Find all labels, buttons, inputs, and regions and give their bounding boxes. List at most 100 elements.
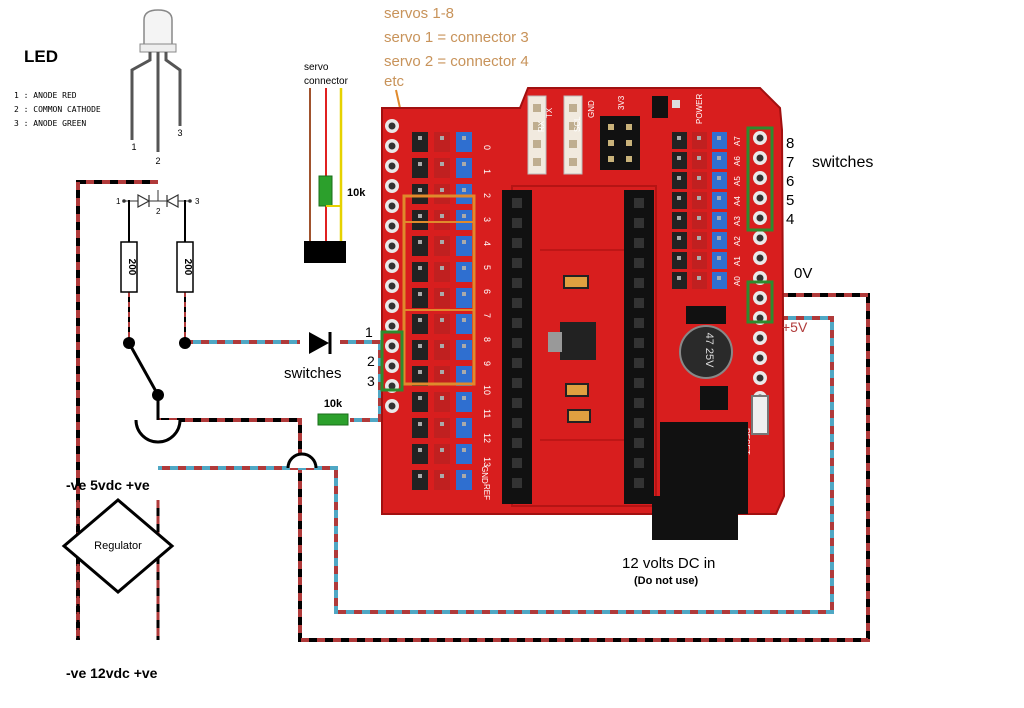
reset-button[interactable] — [751, 395, 769, 435]
resistor-10k-bottom: 10k — [317, 398, 349, 426]
servo-pin — [434, 340, 450, 360]
resistor-10k-bottom-label: 10k — [324, 398, 343, 410]
servo-pin — [456, 470, 472, 490]
servo-pin — [434, 158, 450, 178]
servo-pin — [434, 392, 450, 412]
led-legend-3: 3 : ANODE GREEN — [14, 119, 86, 128]
servo-pin — [456, 236, 472, 256]
servo-pin — [412, 444, 428, 464]
header-label-rx: RX — [537, 120, 546, 132]
switch-contact-right — [179, 337, 191, 349]
pin-number-label: 10 — [482, 385, 492, 395]
diode-green-icon — [165, 193, 179, 209]
header-label-3v3: 3V3 — [617, 95, 626, 110]
electrolytic-capacitor — [679, 325, 733, 379]
servo-pin — [412, 288, 428, 308]
analog-pin — [712, 192, 727, 209]
servo-pin — [434, 210, 450, 230]
resistor-r1-label: 200 — [126, 259, 137, 276]
servo-pin-block — [412, 132, 472, 490]
led-legend-1: 1 : ANODE RED — [14, 91, 77, 100]
board-gnd-label: GND — [480, 466, 489, 484]
servo-pin — [412, 418, 428, 438]
servo-pin — [456, 418, 472, 438]
servo-highlight-frame — [402, 194, 476, 386]
analog-pin — [692, 172, 707, 189]
led-title: LED — [24, 47, 58, 66]
led-leg-1 — [130, 52, 152, 140]
servo-pin — [434, 314, 450, 334]
analog-pin — [692, 272, 707, 289]
analog-pin — [692, 152, 707, 169]
servo-pin — [456, 184, 472, 204]
servo-pin — [456, 444, 472, 464]
pin-number-label: 9 — [482, 361, 492, 366]
pin-number-label: 4 — [482, 241, 492, 246]
smd-cap-3 — [567, 409, 591, 423]
header-i2c — [563, 95, 583, 175]
servo-pin — [456, 392, 472, 412]
smd-diode — [686, 306, 726, 324]
dc-in-note: (Do not use) — [634, 575, 698, 587]
led-pin-1-label: 1 — [131, 142, 136, 152]
switch-number-3: 3 — [367, 373, 375, 389]
servo-pin — [412, 184, 428, 204]
note-etc: etc — [384, 73, 405, 90]
analog-pin — [692, 232, 707, 249]
switch-mosfet — [700, 386, 728, 410]
servo-pin — [412, 470, 428, 490]
servo-resistor-label: 10k — [347, 187, 366, 199]
analog-pin — [672, 272, 687, 289]
analog-pin — [692, 132, 707, 149]
pin-number-label: 7 — [482, 313, 492, 318]
analog-pin-block — [672, 132, 727, 289]
servo-pin — [434, 184, 450, 204]
plus-5v-label: +5V — [782, 319, 808, 335]
led-leg-3 — [164, 52, 182, 126]
pin-number-label: 12 — [482, 433, 492, 443]
pin-number-label: 0 — [482, 145, 492, 150]
servo-pin — [456, 210, 472, 230]
analog-pin-label: A5 — [733, 176, 742, 186]
switch-pivot — [152, 389, 164, 401]
analog-pin — [692, 212, 707, 229]
servo-pin — [412, 340, 428, 360]
header-uart — [527, 95, 547, 175]
symbol-pin-2: 2 — [156, 207, 161, 216]
servo-pin — [412, 210, 428, 230]
smd-cap-2 — [565, 383, 589, 397]
servo-pin — [456, 340, 472, 360]
servo-pin — [434, 288, 450, 308]
led-pin-2-label: 2 — [155, 156, 160, 166]
regulator: Regulator — [61, 498, 175, 594]
zero-volt-label: 0V — [794, 265, 812, 282]
servo-connector — [304, 88, 346, 263]
regulator-label: Regulator — [94, 540, 142, 552]
servo-pin — [412, 314, 428, 334]
servo-pin — [434, 418, 450, 438]
switch-pins-highlight — [380, 330, 404, 392]
switch-diode — [309, 332, 332, 354]
analog-pin — [712, 132, 727, 149]
regulator-tab — [548, 332, 562, 352]
analog-pin-label: A4 — [733, 196, 742, 206]
pin-number-label: 2 — [482, 193, 492, 198]
analog-pin-label: A3 — [733, 216, 742, 226]
board-ref-label: REF — [482, 484, 491, 500]
servo-pin — [434, 132, 450, 152]
switches-left-label: switches — [284, 365, 342, 382]
header-gnd — [652, 96, 668, 118]
servo-pin — [456, 366, 472, 386]
power-pins-highlight — [746, 280, 774, 324]
servo-pin — [434, 470, 450, 490]
servo-resistor — [318, 175, 333, 207]
servo-pin — [412, 158, 428, 178]
analog-pin — [672, 232, 687, 249]
servo-pin — [456, 132, 472, 152]
wire-crossings — [134, 419, 318, 469]
servo-pin — [412, 132, 428, 152]
analog-pin — [672, 172, 687, 189]
servo-pin — [456, 262, 472, 282]
